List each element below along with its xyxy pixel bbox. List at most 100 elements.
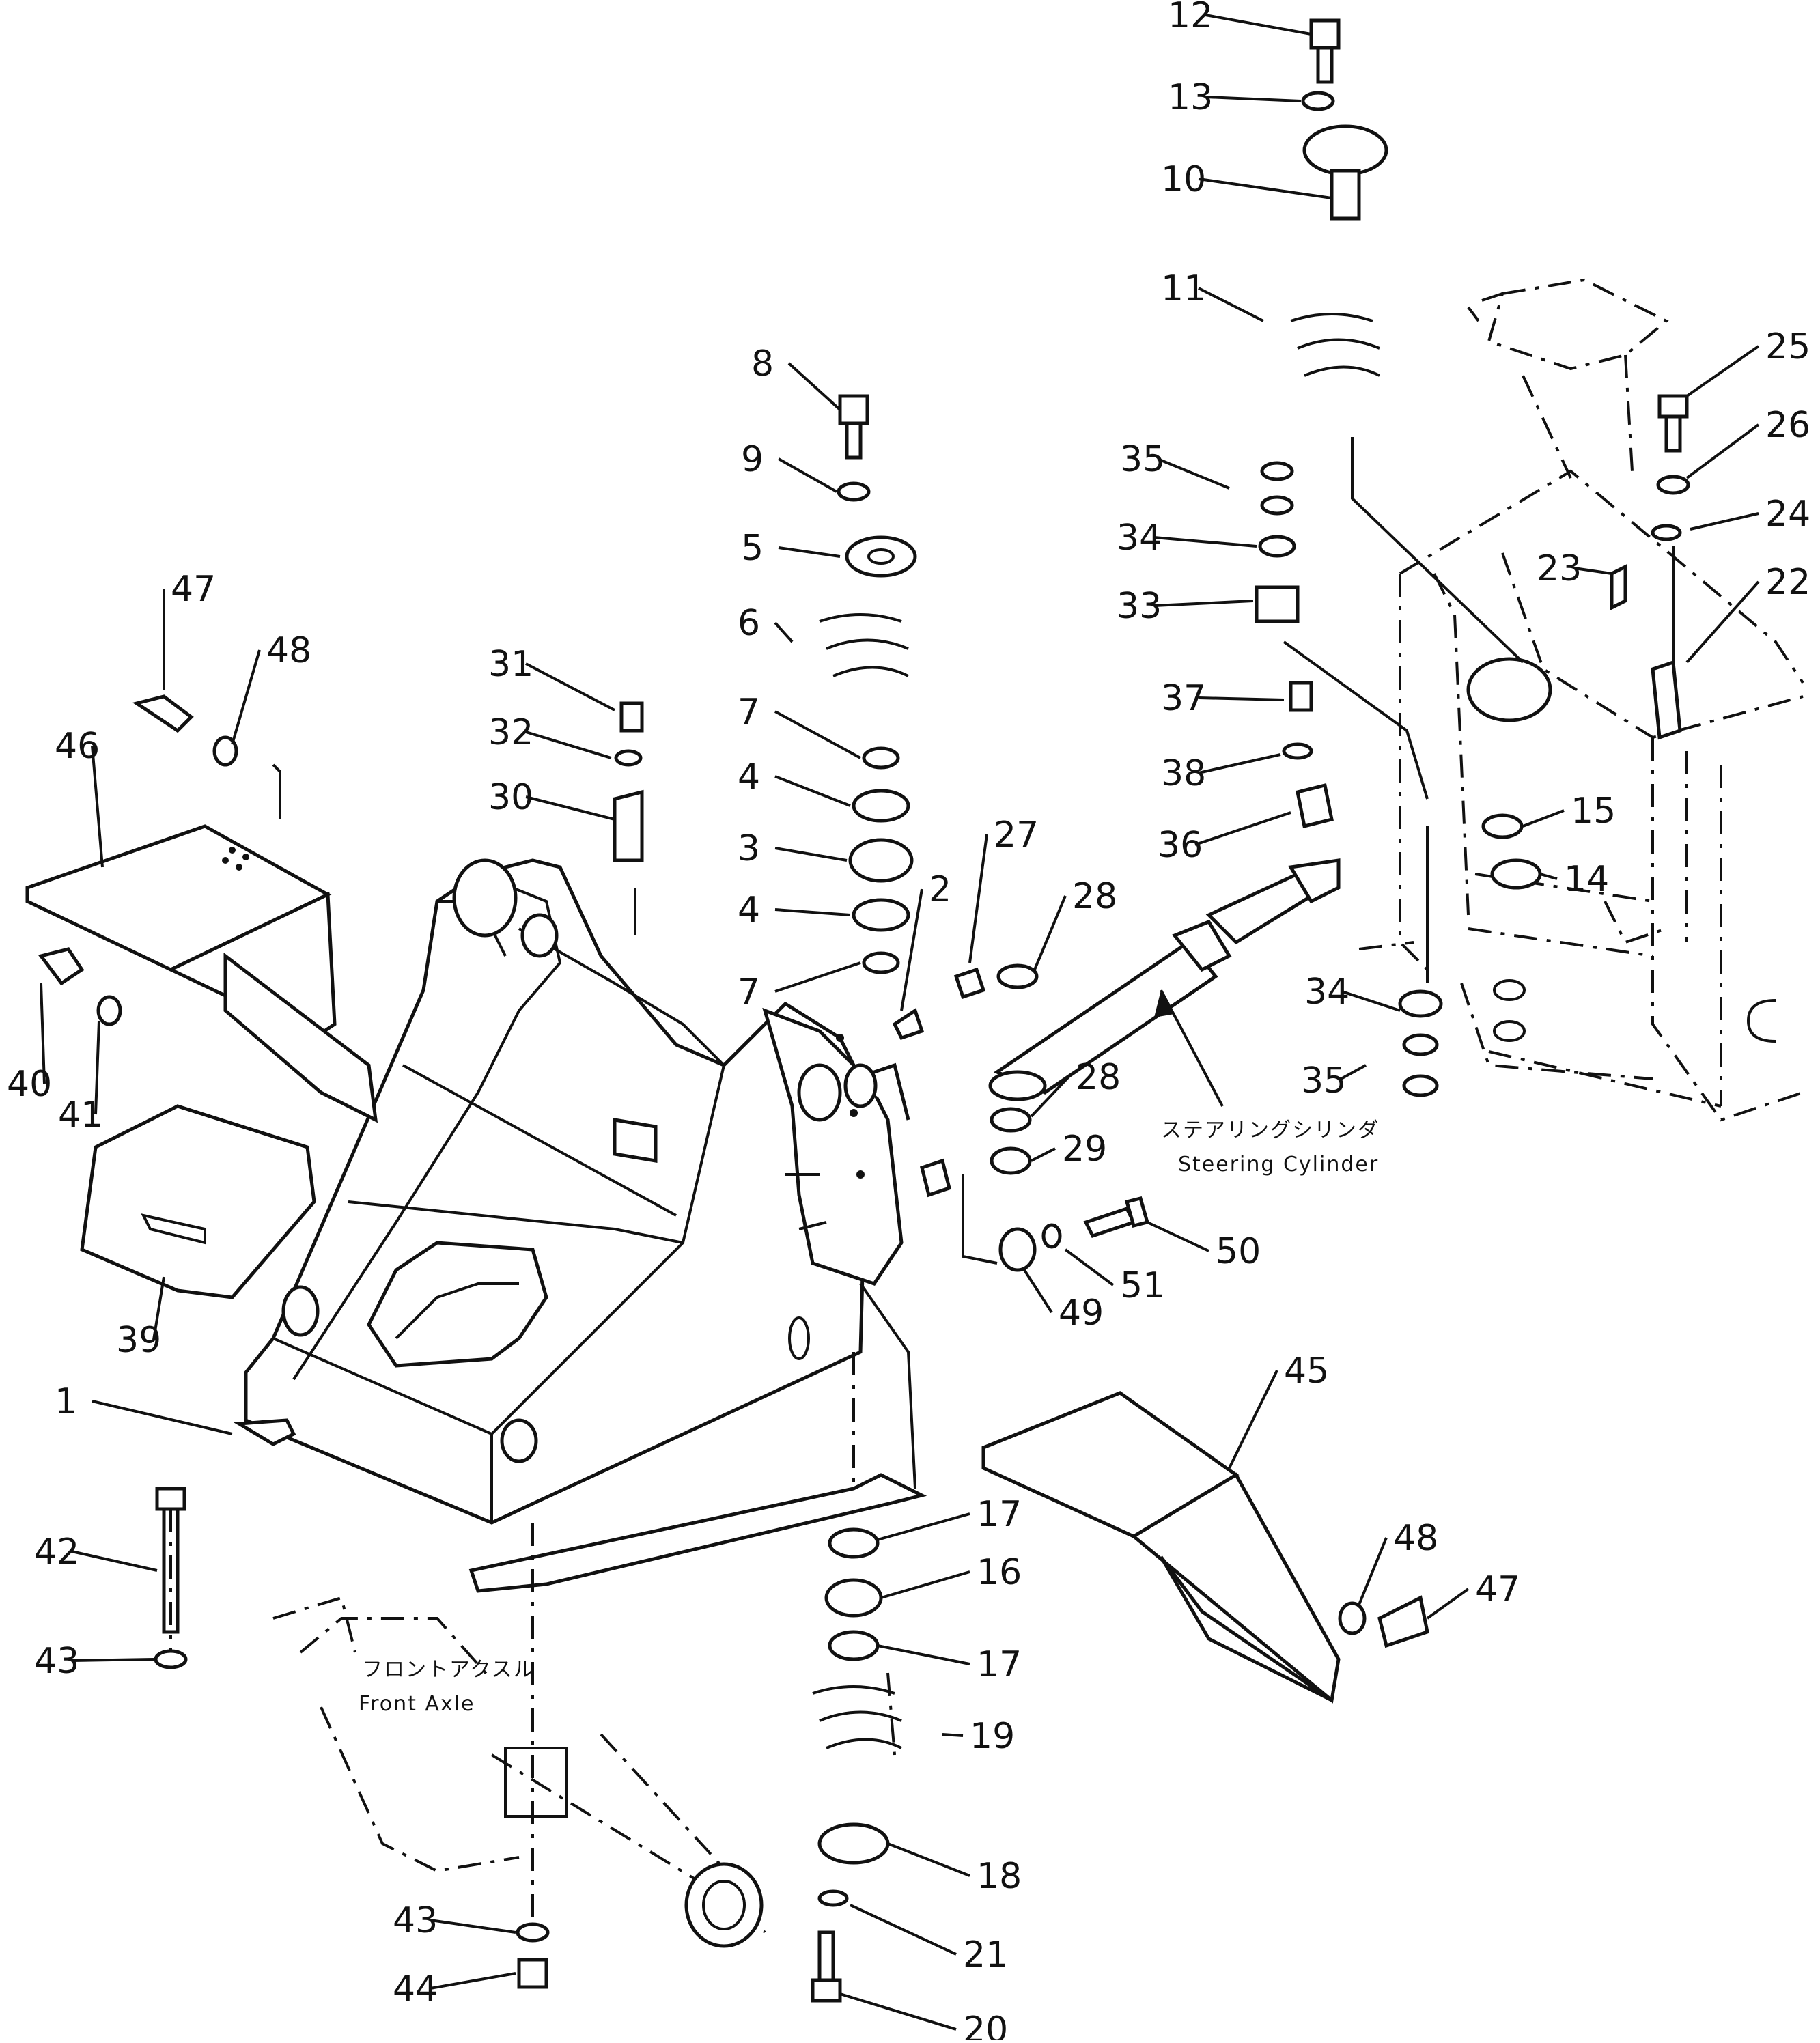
callout-number: 4 — [738, 757, 760, 798]
callout-leader-line — [774, 775, 851, 807]
callout-number: 42 — [34, 1532, 79, 1573]
callout-number: 28 — [1076, 1057, 1121, 1098]
callout-11: 11 — [1161, 268, 1264, 322]
callout-16: 16 — [880, 1552, 1022, 1599]
callout-6: 6 — [738, 603, 794, 644]
callout-10: 10 — [1161, 159, 1332, 200]
callout-43: 43 — [34, 1641, 154, 1682]
callout-number: 10 — [1161, 159, 1206, 200]
callout-number: 29 — [1062, 1129, 1107, 1170]
callout-28: 28 — [1030, 1057, 1121, 1118]
callout-leader-line — [778, 457, 837, 493]
callout-number: 31 — [488, 644, 533, 685]
callout-leader-line — [1338, 1064, 1367, 1082]
front-axle-label-jp: フロントアクスル — [362, 1658, 535, 1682]
callout-2: 2 — [900, 869, 951, 1011]
callout-45: 45 — [1228, 1351, 1329, 1469]
callout-leader-line — [1341, 990, 1401, 1012]
callout-leader-line — [94, 1020, 100, 1115]
callout-leader-line — [1064, 1248, 1115, 1286]
callout-number: 18 — [977, 1856, 1022, 1897]
callout-leader-line — [430, 1972, 516, 1990]
callout-leader-line — [1030, 1075, 1070, 1118]
callout-15: 15 — [1522, 791, 1616, 832]
callout-leader-line — [1153, 536, 1257, 548]
callout-leader-line — [1198, 287, 1264, 322]
callout-leader-line — [887, 1842, 970, 1877]
callout-leader-line — [1522, 809, 1565, 828]
callout-leader-line — [877, 1644, 970, 1665]
callout-3: 3 — [738, 828, 848, 869]
callout-18: 18 — [887, 1842, 1022, 1897]
callout-leader-line — [40, 983, 46, 1084]
callout-number: 46 — [55, 726, 100, 767]
callout-leader-line — [839, 1992, 957, 2031]
callout-27: 27 — [968, 815, 1039, 963]
callout-number: 23 — [1537, 548, 1582, 589]
callout-leader-line — [1573, 567, 1612, 575]
callout-number: 30 — [488, 777, 533, 818]
callout-13: 13 — [1168, 77, 1302, 118]
callout-number: 16 — [977, 1552, 1022, 1593]
callout-leader-line — [900, 888, 923, 1011]
callout-7: 7 — [738, 961, 861, 1013]
callout-number: 28 — [1072, 876, 1117, 917]
callout-23: 23 — [1537, 548, 1612, 589]
callout-number: 35 — [1120, 439, 1165, 480]
callout-leader-line — [152, 1276, 165, 1340]
callout-number: 32 — [488, 712, 533, 753]
callout-number: 22 — [1765, 562, 1810, 603]
callout-48: 48 — [231, 630, 311, 745]
steering-cylinder-label-group: ステアリングシリンダ Steering Cylinder — [1154, 989, 1378, 1177]
callout-17: 17 — [877, 1644, 1022, 1685]
callout-number: 8 — [751, 343, 774, 384]
callout-number: 9 — [741, 439, 764, 480]
callout-number: 48 — [266, 630, 311, 671]
callout-number: 49 — [1059, 1293, 1104, 1334]
callout-number: 27 — [994, 815, 1039, 856]
callout-number: 39 — [116, 1320, 161, 1361]
upper-pin-stack — [819, 394, 1150, 1489]
callout-leader-line — [525, 662, 615, 711]
callout-number: 11 — [1161, 268, 1206, 309]
callout-49: 49 — [1023, 1269, 1104, 1334]
callout-47: 47 — [1426, 1569, 1520, 1620]
callout-1: 1 — [55, 1381, 233, 1435]
callout-leader-line — [1147, 1221, 1209, 1252]
callout-25: 25 — [1685, 326, 1810, 397]
callout-leader-line — [1426, 1588, 1470, 1620]
callout-43: 43 — [393, 1900, 516, 1941]
misc-fasteners — [38, 437, 1675, 1989]
callout-40: 40 — [7, 983, 52, 1105]
front-frame — [233, 858, 927, 1593]
callout-number: 6 — [738, 603, 760, 644]
callout-leader-line — [1153, 600, 1254, 607]
callout-7: 7 — [738, 692, 861, 759]
callout-leader-line — [231, 649, 261, 745]
callout-number: 19 — [970, 1716, 1015, 1757]
callout-leader-line — [942, 1733, 964, 1737]
callout-9: 9 — [741, 439, 837, 493]
callout-leader-line — [1205, 14, 1312, 36]
callout-number: 15 — [1571, 791, 1616, 832]
callout-leader-line — [1539, 873, 1558, 880]
callout-14: 14 — [1539, 859, 1609, 900]
callout-30: 30 — [488, 777, 615, 821]
callout-number: 26 — [1765, 405, 1810, 446]
callout-leader-line — [1198, 753, 1281, 774]
callout-leader-line — [774, 847, 848, 862]
callout-number: 48 — [1393, 1518, 1438, 1559]
callout-leader-line — [1685, 423, 1760, 479]
callout-number: 12 — [1168, 0, 1213, 36]
callout-number: 40 — [7, 1064, 52, 1105]
callout-number: 43 — [393, 1900, 438, 1941]
callout-39: 39 — [116, 1276, 165, 1361]
callout-leader-line — [787, 362, 841, 411]
callout-4: 4 — [738, 757, 851, 807]
callout-28: 28 — [1033, 876, 1117, 970]
callout-number: 38 — [1161, 753, 1206, 794]
callout-44: 44 — [393, 1969, 516, 2010]
callout-number: 43 — [34, 1641, 79, 1682]
callout-leader-line — [774, 621, 794, 643]
